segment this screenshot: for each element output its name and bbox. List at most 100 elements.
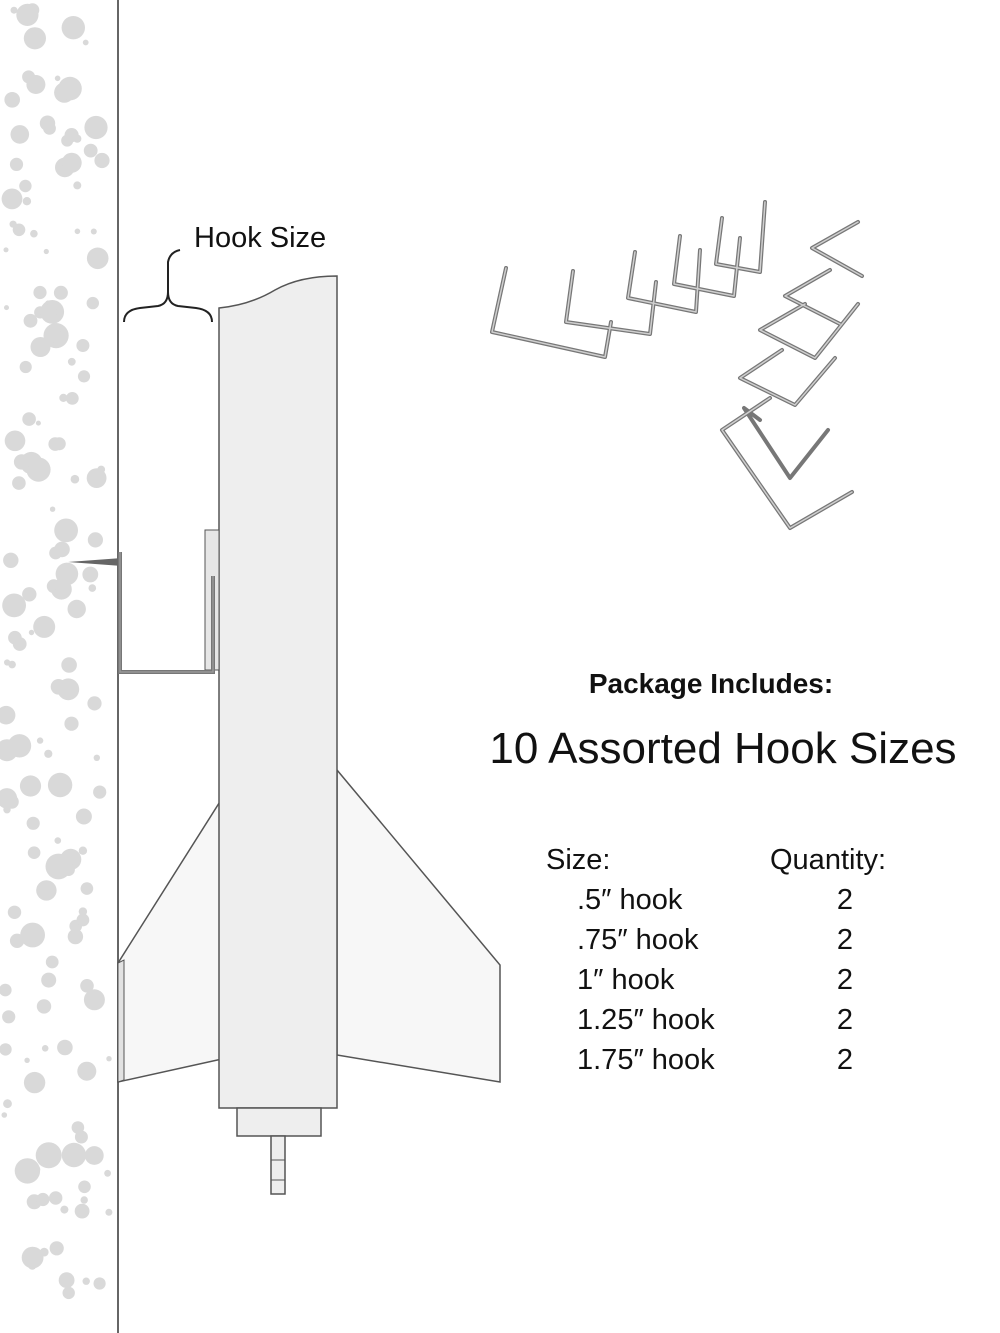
wall-dot: [54, 837, 62, 844]
wall-dot: [67, 928, 84, 945]
wall-dot: [64, 716, 79, 731]
wall-dot: [77, 1061, 97, 1081]
wall-dot: [12, 637, 27, 651]
rocket-body: [218, 275, 338, 1109]
wall-dot: [80, 882, 94, 895]
wall-dot: [93, 785, 107, 799]
rocket-right-fin: [336, 767, 501, 1083]
size-row-quantity: 2: [836, 1004, 854, 1036]
wall-dot: [2, 1010, 16, 1024]
wall-dot: [88, 584, 97, 592]
hook-size-bracket: [123, 249, 213, 323]
wall-dot: [86, 247, 109, 270]
wall-dot: [14, 1158, 41, 1184]
wall-dot: [73, 181, 82, 190]
wall-dot: [53, 588, 62, 598]
size-row-quantity: 2: [836, 1044, 854, 1076]
quantity-column-header: Quantity:: [770, 844, 887, 876]
wall-dot: [35, 1142, 62, 1169]
wall-dot: [83, 143, 98, 158]
wall-dot: [106, 1056, 112, 1062]
wall-dot: [74, 228, 81, 235]
wall-dot: [84, 1146, 104, 1165]
wall-dot: [83, 989, 105, 1011]
wall-dot: [65, 392, 79, 405]
wall-dot: [33, 615, 56, 638]
wall-dot: [84, 115, 108, 140]
wall-dot: [36, 737, 44, 744]
wall-dot: [48, 437, 62, 451]
wall-dot: [61, 16, 85, 40]
wall-dot: [41, 1045, 49, 1052]
wall-dot: [61, 657, 77, 673]
wall-dot: [19, 775, 42, 797]
wall-dot: [41, 304, 58, 320]
wall-dot: [7, 905, 22, 919]
wall-dot: [23, 1071, 46, 1094]
wall-dot: [20, 451, 43, 475]
wall-dot: [67, 599, 86, 619]
wall-dot: [1, 1112, 8, 1118]
wall-dot: [39, 115, 56, 131]
wall-dot: [60, 1205, 69, 1214]
wall-dot: [61, 152, 82, 173]
wall-dot: [35, 420, 41, 426]
size-row-label: 1″ hook: [577, 964, 675, 996]
wall-dot: [73, 134, 82, 143]
wall-dot: [28, 468, 38, 478]
wall-dot: [93, 754, 101, 761]
wall-dot: [82, 1277, 90, 1285]
wall-dot: [54, 518, 78, 543]
wall-dot: [4, 430, 26, 452]
wall-dot: [59, 393, 68, 402]
wall-dot: [36, 999, 52, 1014]
wall-dot: [49, 1191, 63, 1205]
wall-dot: [41, 972, 57, 988]
wall-dot: [0, 1043, 12, 1056]
wall-dot: [26, 816, 40, 830]
wall-dot: [9, 157, 24, 171]
wall-dot: [80, 1196, 88, 1204]
wall-dot: [20, 922, 45, 948]
wall-dot: [90, 228, 97, 235]
wall-dot: [49, 1241, 64, 1256]
rocket-left-fin-edge: [117, 959, 125, 1083]
package-title: Package Includes:: [588, 668, 834, 699]
wall-dot: [76, 913, 90, 927]
hook-size-label: Hook Size: [194, 222, 327, 254]
wall-dot: [12, 476, 26, 490]
wall-dot: [22, 412, 36, 426]
wall-dot: [0, 705, 16, 725]
size-row-quantity: 2: [836, 884, 854, 916]
wall-dot: [61, 1142, 87, 1168]
wall-dot: [2, 593, 26, 618]
wall-dot: [87, 696, 102, 711]
wall-dot: [105, 1208, 113, 1216]
wall-dot: [3, 806, 11, 814]
wall-dot: [8, 660, 16, 669]
wall-dot: [62, 863, 75, 876]
wall-dot: [24, 1057, 30, 1064]
size-row-label: 1.75″ hook: [577, 1044, 715, 1076]
wall-dot: [87, 532, 103, 548]
wall-dot: [31, 1164, 41, 1174]
wall-dot: [71, 1121, 85, 1134]
wall-dot: [49, 546, 62, 560]
wall-dot: [23, 313, 38, 328]
wall-dot: [75, 808, 92, 825]
wall-dot: [19, 179, 32, 193]
size-row-label: .75″ hook: [577, 924, 699, 956]
wall-dot: [36, 1192, 50, 1207]
wall-dot: [67, 357, 76, 366]
wall-dot: [44, 749, 53, 758]
wall-dot: [51, 331, 66, 345]
wall-dot: [26, 75, 46, 94]
wall-dot: [78, 846, 88, 855]
size-row-label: 1.25″ hook: [577, 1004, 715, 1036]
wall-dot: [27, 846, 41, 859]
size-row-quantity: 2: [836, 964, 854, 996]
wall-dot: [19, 360, 32, 374]
wall-dot: [76, 339, 90, 352]
wall-dot: [45, 955, 59, 969]
wall-dot: [54, 75, 61, 82]
